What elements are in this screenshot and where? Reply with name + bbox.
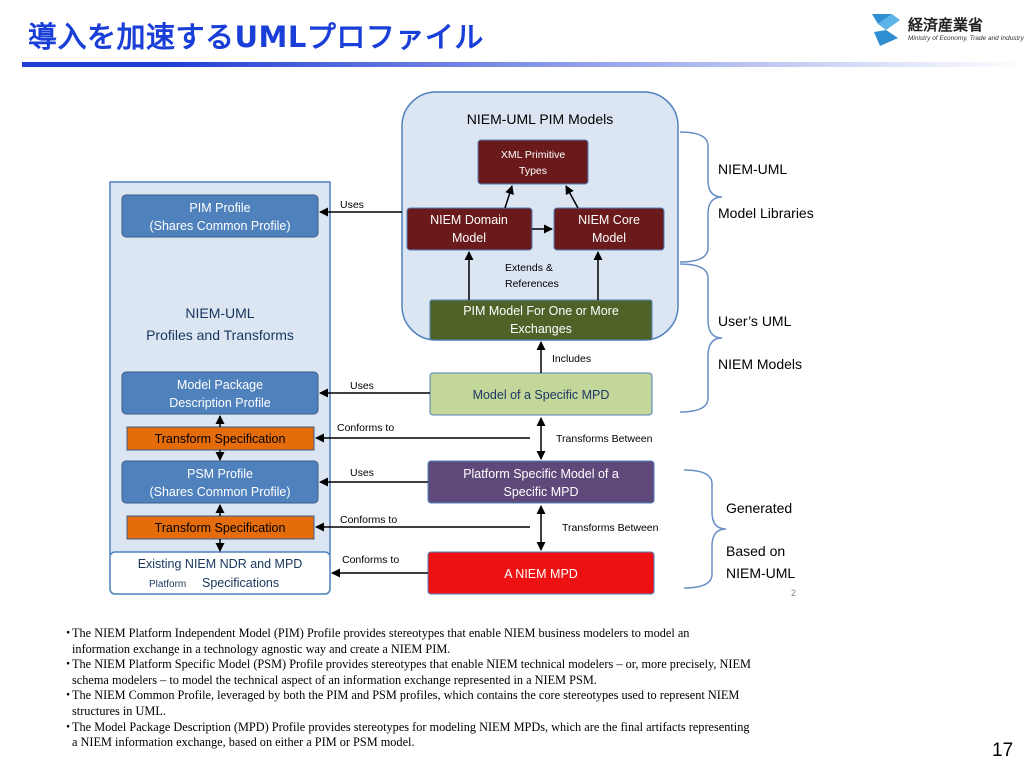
bullet-line: The NIEM Common Profile, leveraged by bo… bbox=[72, 688, 740, 703]
conforms-label-3: Conforms to bbox=[342, 554, 399, 566]
bullet-list: ・ The NIEM Platform Independent Model (P… bbox=[58, 626, 978, 751]
page-number: 17 bbox=[992, 740, 1014, 761]
bullet-marker: ・ bbox=[62, 626, 75, 640]
mpd-profile-label-1: Model Package bbox=[177, 378, 263, 392]
pim-profile-label-1: PIM Profile bbox=[189, 201, 250, 215]
bracket-users-label-2: NIEM Models bbox=[718, 356, 802, 372]
pim-model-exchanges-box bbox=[429, 299, 653, 341]
bracket-generated bbox=[683, 469, 727, 589]
pim-model-exchanges-label-1: PIM Model For One or More bbox=[463, 304, 619, 318]
meti-logo-icon bbox=[872, 14, 900, 46]
psm-profile-label-2: (Shares Common Profile) bbox=[149, 485, 290, 499]
pim-profile-box bbox=[121, 194, 319, 238]
existing-ndr-label-2a: Platform bbox=[149, 579, 186, 590]
core-model-label-1: NIEM Core bbox=[578, 213, 640, 227]
list-item: ・ The NIEM Platform Independent Model (P… bbox=[58, 626, 978, 657]
bullet-line: information exchange in a technology agn… bbox=[72, 641, 451, 656]
list-item: ・ The NIEM Platform Specific Model (PSM)… bbox=[58, 657, 978, 688]
mpd-profile-label-2: Description Profile bbox=[169, 396, 270, 410]
bracket-libraries-label-1: NIEM-UML bbox=[718, 161, 787, 177]
bracket-generated-label-3: NIEM-UML bbox=[726, 565, 795, 581]
bullet-line: The NIEM Platform Specific Model (PSM) P… bbox=[72, 657, 751, 672]
logo-text: 経済産業省 bbox=[908, 16, 984, 34]
page-title: 導入を加速するUMLプロファイル bbox=[28, 20, 484, 54]
core-model-label-2: Model bbox=[592, 231, 626, 245]
arrow-domain-to-xml bbox=[504, 185, 514, 209]
conforms-label-2: Conforms to bbox=[340, 514, 397, 526]
domain-model-label-2: Model bbox=[452, 231, 486, 245]
domain-model-label-1: NIEM Domain bbox=[430, 213, 508, 227]
bullet-line: The Model Package Description (MPD) Prof… bbox=[72, 719, 750, 734]
extends-label-1: Extends & bbox=[505, 262, 553, 274]
bullet-line: The NIEM Platform Independent Model (PIM… bbox=[72, 626, 690, 640]
psm-profile-box bbox=[121, 460, 319, 504]
bullet-line: structures in UML. bbox=[72, 703, 166, 718]
meti-logo: 経済産業省 Ministry of Economy, Trade and Ind… bbox=[868, 10, 1024, 50]
mpd-profile-box bbox=[121, 371, 319, 415]
extends-label-2: References bbox=[505, 278, 559, 290]
xml-primitive-label-2: Types bbox=[519, 165, 547, 177]
uses-label-1: Uses bbox=[340, 199, 364, 211]
list-item: ・ The Model Package Description (MPD) Pr… bbox=[58, 720, 978, 751]
pim-profile-label-2: (Shares Common Profile) bbox=[149, 219, 290, 233]
uses-label-3: Uses bbox=[350, 467, 374, 479]
small-page-number: 2 bbox=[791, 588, 796, 598]
bullet-marker: ・ bbox=[62, 688, 75, 703]
xml-primitive-label-1: XML Primitive bbox=[501, 149, 566, 161]
specific-mpd-label: Model of a Specific MPD bbox=[473, 388, 610, 402]
niem-uml-diagram: NIEM-UML Profiles and Transforms NIEM-UM… bbox=[109, 91, 814, 598]
xml-primitive-types-box bbox=[477, 139, 589, 185]
psm-profile-label-1: PSM Profile bbox=[187, 467, 253, 481]
existing-ndr-label-2b: Specifications bbox=[202, 576, 279, 590]
bullet-line: a NIEM information exchange, based on ei… bbox=[72, 735, 415, 750]
niem-mpd-label: A NIEM MPD bbox=[504, 567, 578, 581]
transforms-label-1: Transforms Between bbox=[556, 433, 653, 445]
bracket-users-label-1: User’s UML bbox=[718, 313, 792, 329]
psm-model-label-2: Specific MPD bbox=[503, 485, 578, 499]
bracket-users-models bbox=[679, 263, 723, 413]
psm-model-label-1: Platform Specific Model of a bbox=[463, 467, 619, 481]
uses-label-2: Uses bbox=[350, 380, 374, 392]
transform-spec-label-1: Transform Specification bbox=[155, 432, 286, 446]
profiles-group-title-1: NIEM-UML bbox=[185, 305, 254, 321]
includes-label: Includes bbox=[552, 353, 591, 365]
conforms-label-1: Conforms to bbox=[337, 422, 394, 434]
bracket-generated-label-2: Based on bbox=[726, 543, 785, 559]
title-underline bbox=[22, 62, 1024, 67]
transform-spec-label-2: Transform Specification bbox=[155, 521, 286, 535]
pim-model-exchanges-label-2: Exchanges bbox=[510, 322, 572, 336]
arrow-core-to-xml bbox=[565, 185, 579, 209]
bracket-libraries-label-2: Model Libraries bbox=[718, 205, 814, 221]
bracket-libraries bbox=[679, 131, 723, 263]
logo-subtext: Ministry of Economy, Trade and Industry bbox=[908, 35, 1024, 42]
profiles-group-title-2: Profiles and Transforms bbox=[146, 327, 294, 343]
bracket-generated-label-1: Generated bbox=[726, 500, 792, 516]
existing-ndr-label-1: Existing NIEM NDR and MPD bbox=[138, 557, 303, 571]
list-item: ・ The NIEM Common Profile, leveraged by … bbox=[58, 688, 978, 719]
transforms-label-2: Transforms Between bbox=[562, 522, 659, 534]
pim-models-title: NIEM-UML PIM Models bbox=[467, 111, 614, 127]
bullet-marker: ・ bbox=[62, 719, 75, 734]
niem-core-model-box bbox=[553, 207, 665, 251]
bullet-line: schema modelers – to model the technical… bbox=[72, 672, 597, 687]
existing-ndr-box bbox=[109, 551, 331, 595]
bullet-marker: ・ bbox=[62, 657, 75, 672]
